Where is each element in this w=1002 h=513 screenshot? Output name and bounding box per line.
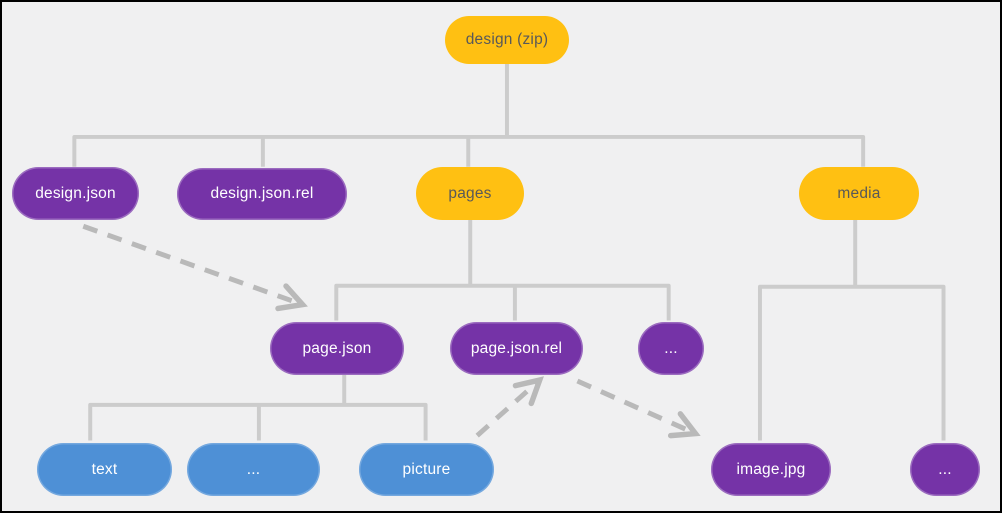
node-design-zip-label: design (zip): [465, 31, 549, 48]
node-text-label: text: [91, 460, 118, 478]
node-page-json-rel-label: page.json.rel: [470, 339, 563, 357]
node-page-json-rel: page.json.rel: [450, 322, 583, 375]
node-design-json-label: design.json: [35, 184, 116, 202]
node-design-json-rel: design.json.rel: [177, 168, 347, 220]
node-content-ellipsis: ...: [187, 443, 320, 496]
node-pages-label: pages: [448, 184, 492, 202]
node-pages-ellipsis-label: ...: [664, 339, 678, 357]
node-design-json-rel-label: design.json.rel: [210, 185, 314, 202]
node-pages: pages: [416, 167, 524, 220]
node-design-json: design.json: [12, 167, 139, 220]
node-content-ellipsis-label: ...: [246, 460, 261, 478]
node-text: text: [37, 443, 172, 496]
tree-connectors: [72, 63, 946, 441]
node-picture-label: picture: [402, 460, 451, 478]
node-page-json-label: page.json: [302, 339, 372, 357]
node-image-jpg: image.jpg: [711, 443, 831, 496]
node-image-jpg-label: image.jpg: [736, 460, 806, 478]
arrow-design-json-to-page-json: [82, 223, 308, 312]
node-media-label: media: [837, 184, 881, 202]
node-page-json: page.json: [270, 322, 404, 375]
node-media-ellipsis: ...: [910, 443, 980, 496]
node-media: media: [799, 167, 919, 220]
node-media-ellipsis-label: ...: [938, 460, 952, 478]
node-pages-ellipsis: ...: [638, 322, 704, 375]
arrow-page-json-rel-to-image-jpg: [576, 378, 701, 439]
node-picture: picture: [359, 443, 494, 496]
node-design-zip: design (zip): [445, 16, 569, 64]
arrow-picture-to-page-json-rel: [475, 376, 544, 438]
